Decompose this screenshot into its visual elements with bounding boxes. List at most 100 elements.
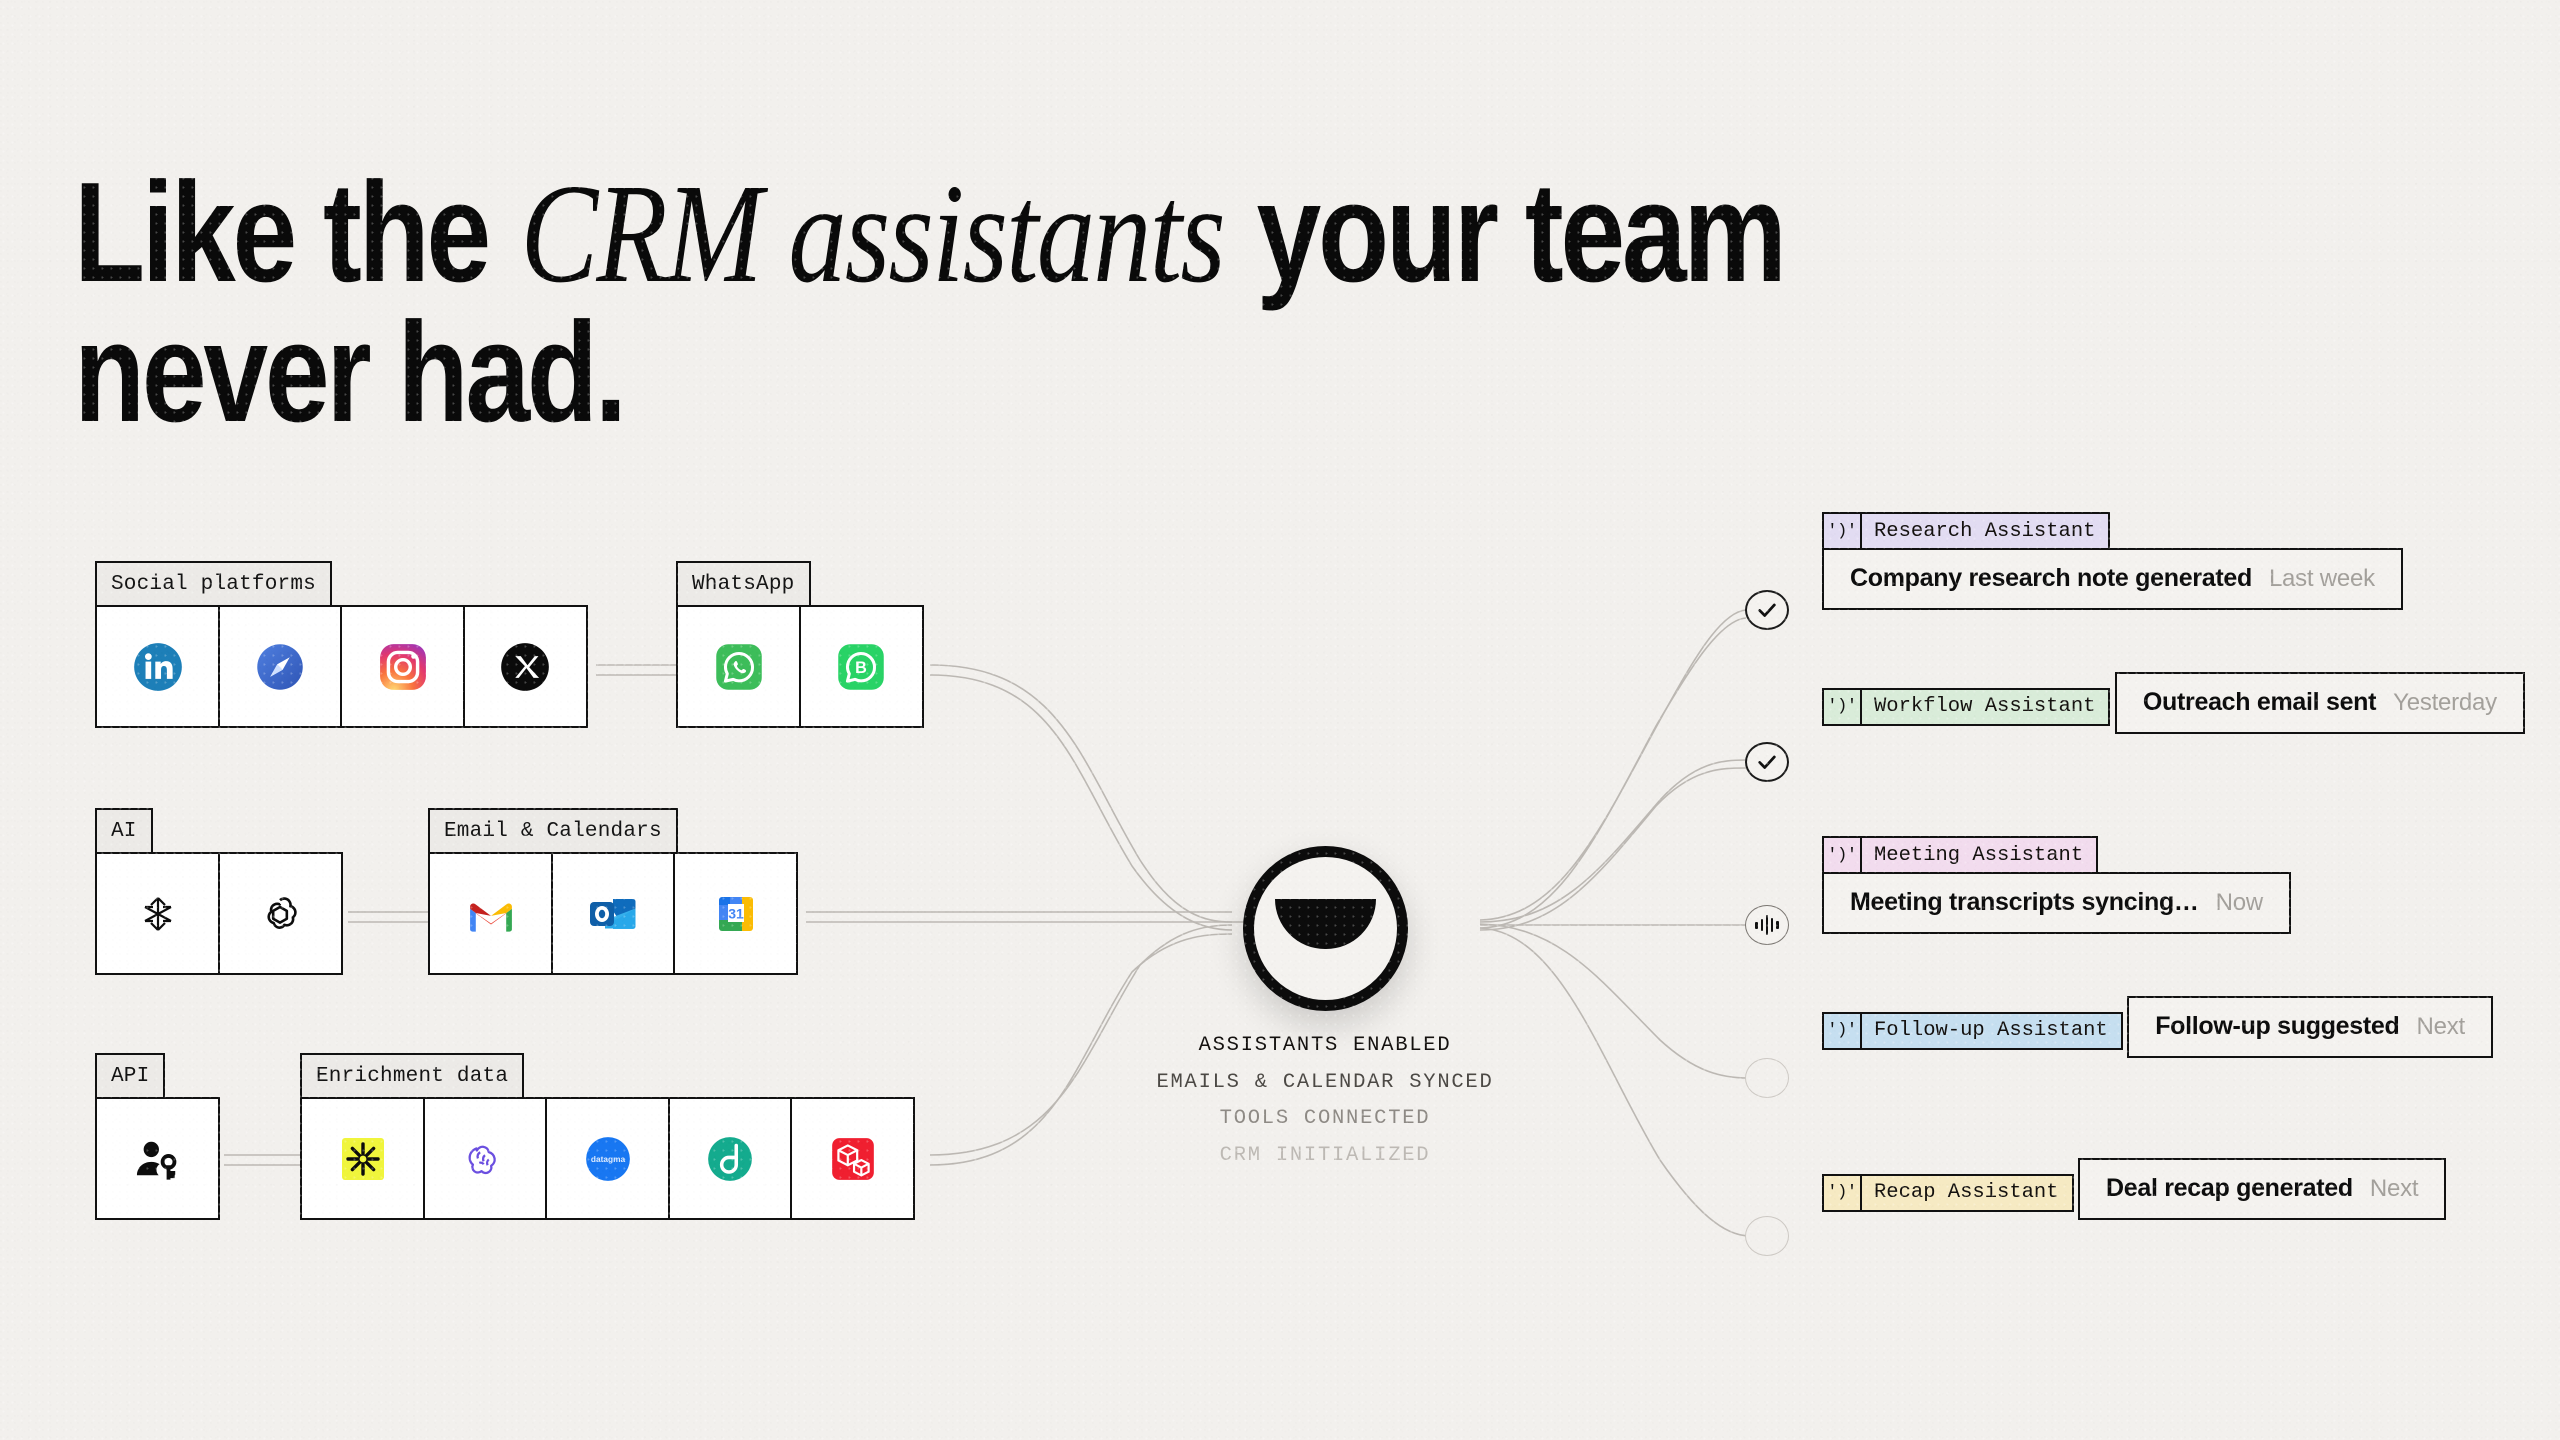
group-enrichment-data: Enrichment data datagma — [300, 1053, 915, 1220]
status-node-workflow[interactable] — [1745, 742, 1789, 782]
hub-status-line-2: EMAILS & CALENDAR SYNCED — [1156, 1070, 1494, 1094]
group-email-calendars: Email & Calendars — [428, 808, 798, 975]
check-icon — [1758, 603, 1776, 617]
datagma-icon: datagma — [583, 1134, 633, 1184]
hub-smile-icon — [1275, 899, 1376, 949]
cell-clay[interactable] — [300, 1097, 425, 1220]
group-cells — [95, 605, 588, 728]
group-label-whatsapp: WhatsApp — [676, 561, 811, 605]
cell-gmail[interactable] — [428, 852, 553, 975]
assistant-body: Follow-up suggested Next — [2127, 995, 2493, 1058]
outlook-icon — [587, 891, 639, 937]
assistant-name: Research Assistant — [1874, 519, 2096, 543]
cell-whatsapp[interactable] — [676, 605, 801, 728]
group-label-social-platforms: Social platforms — [95, 561, 332, 605]
cell-brain[interactable] — [422, 1097, 548, 1220]
hub-status-line-1: ASSISTANTS ENABLED — [1198, 1034, 1452, 1057]
smiley-icon: ')' — [1824, 514, 1862, 548]
cell-outlook[interactable] — [550, 852, 676, 975]
status-node-research[interactable] — [1745, 590, 1789, 630]
dropcontact-icon — [705, 1134, 755, 1184]
assistant-header: ')' Workflow Assistant — [1822, 687, 2111, 726]
cell-x[interactable] — [462, 605, 588, 728]
group-label-ai: AI — [95, 808, 153, 852]
assistant-name: Follow-up Assistant — [1874, 1019, 2108, 1042]
google-calendar-icon: 31 — [712, 890, 760, 938]
assistant-card-workflow[interactable]: ')' Workflow Assistant Outreach email se… — [1822, 671, 2525, 734]
check-icon — [1758, 755, 1776, 769]
assistant-timestamp: Next — [2416, 1012, 2466, 1040]
assistant-body: Meeting transcripts syncing… Now — [1822, 871, 2291, 934]
assistant-card-followup[interactable]: ')' Follow-up Assistant Follow-up sugges… — [1822, 995, 2493, 1058]
assistant-timestamp: Next — [2369, 1174, 2419, 1202]
assistant-message: Company research note generated — [1850, 564, 2252, 592]
group-whatsapp: WhatsApp B — [676, 561, 924, 728]
assistant-message: Meeting transcripts syncing… — [1850, 888, 2199, 916]
cell-cube-stack[interactable] — [790, 1097, 915, 1220]
assistant-body: Deal recap generated Next — [2077, 1157, 2447, 1220]
assistant-card-meeting[interactable]: ')' Meeting Assistant Meeting transcript… — [1822, 836, 2560, 934]
cube-stack-icon — [828, 1134, 878, 1184]
assistant-timestamp: Yesterday — [2393, 688, 2497, 716]
headline-line-1: Like the CRM assistants your team — [74, 162, 1960, 305]
status-node-recap[interactable] — [1745, 1216, 1789, 1256]
assistant-name: Workflow Assistant — [1874, 695, 2096, 718]
status-node-meeting[interactable] — [1745, 905, 1789, 945]
group-cells — [95, 1097, 220, 1220]
gmail-icon — [466, 895, 516, 933]
group-label-api: API — [95, 1053, 166, 1097]
assistant-message: Follow-up suggested — [2155, 1012, 2400, 1040]
cell-instagram[interactable] — [340, 605, 465, 728]
group-api: API — [95, 1053, 220, 1220]
svg-text:datagma: datagma — [590, 1154, 625, 1164]
cell-linkedin[interactable] — [95, 605, 220, 728]
whatsapp-business-icon: B — [835, 641, 887, 693]
cell-google-calendar[interactable]: 31 — [673, 852, 798, 975]
hub-status-line-3: TOOLS CONNECTED — [1219, 1107, 1431, 1130]
cell-openai[interactable] — [217, 852, 343, 975]
assistant-header: ')' Recap Assistant — [1822, 1173, 2074, 1212]
group-cells — [95, 852, 343, 975]
smiley-icon: ')' — [1824, 689, 1862, 724]
group-social-platforms: Social platforms — [95, 561, 588, 728]
assistant-timestamp: Last week — [2268, 564, 2375, 592]
headline-part-a: Like the — [74, 153, 518, 313]
assistants-hub[interactable] — [1243, 846, 1408, 1011]
assistant-header: ')' Meeting Assistant — [1822, 836, 2099, 874]
assistant-name: Meeting Assistant — [1874, 843, 2084, 867]
status-node-followup[interactable] — [1745, 1058, 1789, 1098]
group-cells: B — [676, 605, 924, 728]
cell-compass[interactable] — [217, 605, 343, 728]
group-label-email-calendars: Email & Calendars — [428, 808, 678, 852]
assistant-card-research[interactable]: ')' Research Assistant Company research … — [1822, 512, 2560, 610]
assistant-message: Outreach email sent — [2142, 688, 2377, 716]
assistant-timestamp: Now — [2215, 888, 2264, 916]
linkedin-icon — [132, 641, 184, 693]
group-ai: AI — [95, 808, 343, 975]
cell-whatsapp-business[interactable]: B — [798, 605, 924, 728]
group-cells: datagma — [300, 1097, 915, 1220]
assistant-header: ')' Research Assistant — [1822, 512, 2111, 550]
brain-icon — [460, 1136, 510, 1182]
cell-dropcontact[interactable] — [667, 1097, 793, 1220]
assistant-card-recap[interactable]: ')' Recap Assistant Deal recap generated… — [1822, 1157, 2447, 1220]
cell-datagma[interactable]: datagma — [545, 1097, 670, 1220]
x-icon — [499, 641, 551, 693]
svg-text:B: B — [855, 658, 867, 676]
smiley-icon: ')' — [1824, 1013, 1862, 1048]
calendar-day-label: 31 — [728, 905, 744, 921]
page-headline: Like the CRM assistants your team never … — [74, 162, 1960, 444]
assistant-body: Outreach email sent Yesterday — [2114, 671, 2525, 734]
api-key-user-icon — [133, 1137, 183, 1181]
cell-api-key[interactable] — [95, 1097, 220, 1220]
smiley-icon: ')' — [1824, 1175, 1862, 1210]
assistant-body: Company research note generated Last wee… — [1822, 547, 2403, 610]
waveform-icon — [1755, 914, 1779, 936]
headline-part-b: your team — [1227, 153, 1786, 313]
openai-icon — [254, 888, 306, 940]
cell-anthropic[interactable] — [95, 852, 220, 975]
headline-emphasis: CRM assistants — [520, 154, 1226, 313]
group-label-enrichment-data: Enrichment data — [300, 1053, 525, 1097]
